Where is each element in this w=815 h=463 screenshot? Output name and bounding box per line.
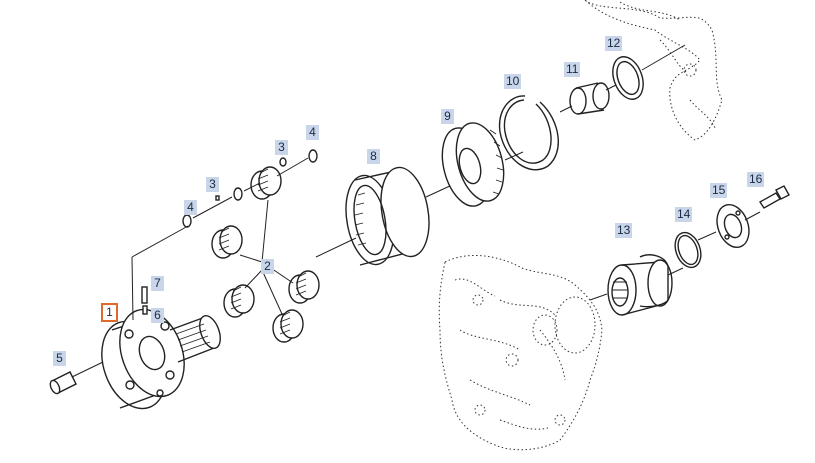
callout-11[interactable]: 11	[564, 62, 581, 77]
transmission-housing-top	[584, 0, 723, 141]
callout-14[interactable]: 14	[675, 207, 693, 222]
transmission-housing-bottom	[438, 254, 603, 451]
callout-1[interactable]: 1	[101, 303, 118, 322]
part-16-bolt	[758, 185, 790, 209]
callout-9[interactable]: 9	[441, 109, 454, 124]
part-8-ring-gear	[315, 166, 453, 266]
callout-5[interactable]: 5	[53, 351, 66, 366]
callout-15[interactable]: 15	[710, 183, 728, 198]
callout-10[interactable]: 10	[504, 74, 522, 89]
part-5-pin	[49, 361, 104, 395]
part-9-sun-gear	[441, 122, 524, 207]
callout-16[interactable]: 16	[747, 172, 765, 187]
part-13-output-flange	[589, 254, 684, 316]
part-1-planet-carrier	[101, 308, 221, 410]
callout-13[interactable]: 13	[615, 223, 633, 238]
callout-2[interactable]: 2	[261, 259, 274, 274]
part-14-o-ring	[674, 231, 717, 269]
part-2-planet-gears	[211, 166, 320, 343]
callout-3a[interactable]: 3	[206, 177, 219, 192]
callout-8[interactable]: 8	[367, 149, 380, 164]
part-11-bearing-sleeve	[559, 82, 610, 115]
callout-3b[interactable]: 3	[275, 140, 288, 155]
callout-7[interactable]: 7	[151, 276, 164, 291]
part-12-bearing	[605, 44, 686, 100]
part-6-7-pins	[141, 286, 148, 315]
callout-6[interactable]: 6	[151, 308, 164, 323]
part-15-cover-plate	[716, 203, 761, 249]
part-3-4-washers	[131, 149, 318, 321]
callout-12[interactable]: 12	[605, 36, 623, 51]
callout-4b[interactable]: 4	[306, 125, 319, 140]
callout-4a[interactable]: 4	[184, 200, 197, 215]
part-10-snap-ring	[498, 95, 559, 171]
